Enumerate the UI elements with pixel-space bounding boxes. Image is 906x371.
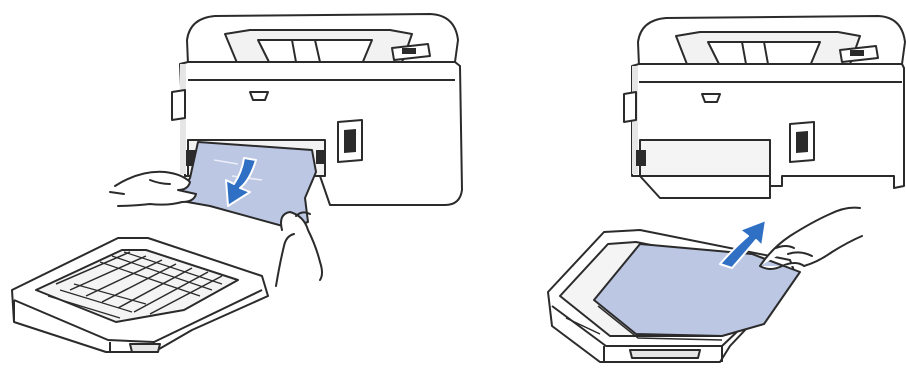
printer-right xyxy=(624,16,905,198)
left-panel xyxy=(12,14,462,352)
right-hand xyxy=(276,212,322,286)
duplex-tray xyxy=(12,238,268,352)
left-hand xyxy=(110,172,196,206)
right-panel xyxy=(548,16,905,362)
